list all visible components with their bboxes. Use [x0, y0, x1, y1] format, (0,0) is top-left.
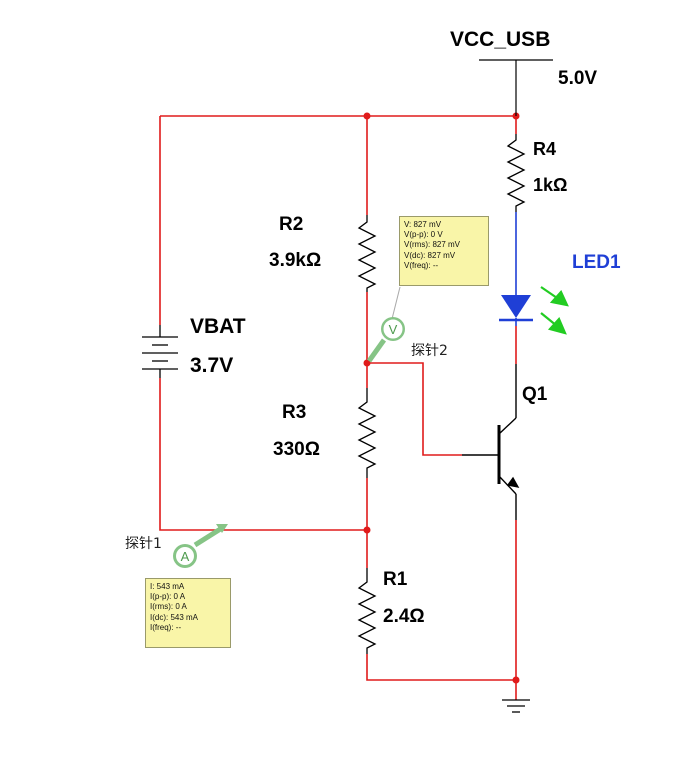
- junction-dot: [512, 676, 520, 684]
- led1-diode[interactable]: [499, 295, 533, 326]
- current-probe-stem: [193, 525, 224, 548]
- wire-left-bottom: [159, 378, 367, 531]
- vcc-name: VCC_USB: [450, 28, 550, 51]
- q1-ref: Q1: [522, 384, 548, 405]
- junction-dot: [363, 526, 371, 534]
- r4-ref: R4: [533, 139, 556, 159]
- voltage-probe-tooltip: V: 827 mV V(p-p): 0 V V(rms): 827 mV V(d…: [399, 216, 489, 286]
- current-reading-i: I: 543 mA: [150, 582, 185, 591]
- q1-transistor[interactable]: [497, 364, 520, 520]
- r3-ref: R3: [282, 402, 306, 423]
- voltage-reading-vpp: V(p-p): 0 V: [404, 230, 443, 240]
- r2-resistor[interactable]: [357, 215, 377, 292]
- vbat-battery[interactable]: [142, 325, 178, 378]
- junctions: [363, 112, 520, 684]
- led1-ref: LED1: [572, 252, 621, 273]
- voltage-probe[interactable]: V: [381, 317, 405, 341]
- voltage-reading-v: V: 827 mV: [404, 220, 442, 229]
- current-reading-ifreq: I(freq): --: [150, 622, 182, 632]
- vbat-value: 3.7V: [190, 354, 233, 377]
- r2-value: 3.9kΩ: [269, 250, 321, 271]
- vcc-voltage: 5.0V: [558, 68, 597, 89]
- current-probe[interactable]: A: [173, 544, 197, 568]
- wire-r1-bottom: [366, 654, 516, 681]
- r3-value: 330Ω: [273, 439, 320, 460]
- junction-dot: [363, 112, 371, 120]
- vbat-name: VBAT: [190, 315, 246, 338]
- voltage-reading-vrms: V(rms): 827 mV: [404, 240, 461, 250]
- current-probe-label: 探针1: [125, 536, 162, 552]
- r3-resistor[interactable]: [357, 388, 377, 478]
- r1-resistor[interactable]: [357, 568, 377, 654]
- current-reading-ipp: I(p-p): 0 A: [150, 592, 186, 602]
- r1-value: 2.4Ω: [383, 606, 425, 627]
- ground-symbol: [502, 699, 530, 713]
- r4-resistor[interactable]: [506, 134, 526, 212]
- junction-dot: [363, 359, 371, 367]
- voltage-reading-vdc: V(dc): 827 mV: [404, 250, 456, 260]
- r2-ref: R2: [279, 214, 303, 235]
- r4-value: 1kΩ: [533, 175, 567, 195]
- current-probe-symbol: A: [181, 549, 190, 564]
- wire-base: [367, 362, 462, 456]
- current-probe-arrow: [216, 524, 228, 533]
- wires: [159, 115, 517, 700]
- voltage-reading-vfreq: V(freq): --: [404, 260, 439, 270]
- vcc-usb-symbol: [479, 59, 553, 116]
- voltage-probe-stem: [366, 338, 387, 363]
- current-probe-tooltip: I: 543 mA I(p-p): 0 A I(rms): 0 A I(dc):…: [145, 578, 231, 648]
- current-reading-irms: I(rms): 0 A: [150, 602, 187, 612]
- voltage-probe-symbol: V: [389, 322, 398, 337]
- led-light-arrows: [540, 286, 569, 335]
- voltage-probe-label: 探针2: [411, 343, 448, 359]
- r1-ref: R1: [383, 569, 408, 590]
- current-reading-idc: I(dc): 543 mA: [150, 612, 199, 622]
